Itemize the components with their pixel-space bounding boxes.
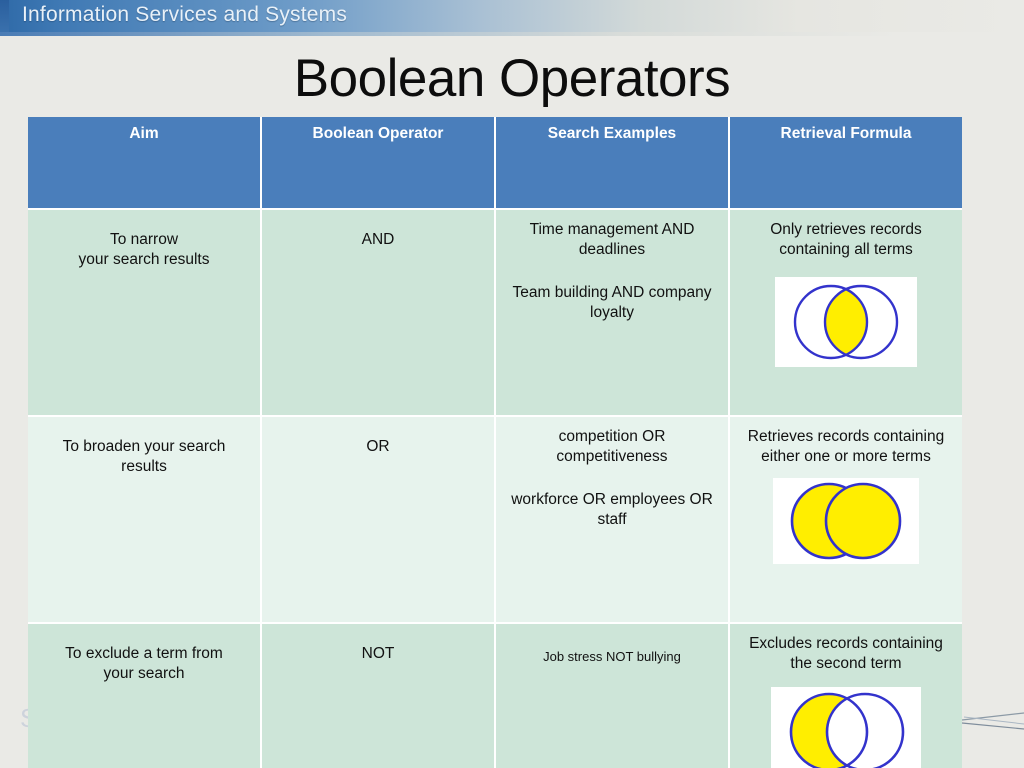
header-title: Information Services and Systems bbox=[22, 3, 348, 26]
aim-line-2: your search bbox=[103, 665, 185, 683]
aim-line-2: your search results bbox=[78, 251, 210, 269]
aim-line-1: To narrow bbox=[109, 231, 179, 248]
column-header-search-examples: Search Examples bbox=[494, 117, 730, 209]
or-venn-diagram bbox=[773, 477, 919, 564]
formula-description: Retrieves records containing either one … bbox=[747, 428, 945, 466]
formula-description: Excludes records containing the second t… bbox=[749, 635, 943, 673]
table-row: To exclude a term from your search NOT J… bbox=[28, 622, 962, 768]
column-header-boolean-operator: Boolean Operator bbox=[260, 117, 496, 209]
operator-label: AND bbox=[361, 231, 395, 248]
cell-aim: To broaden your search results bbox=[28, 415, 262, 623]
cell-operator: OR bbox=[260, 415, 496, 623]
header-banner bbox=[0, 0, 1024, 32]
operator-label: OR bbox=[366, 438, 390, 455]
column-header-retrieval-formula: Retrieval Formula bbox=[728, 117, 962, 209]
aim-line-1: To broaden your search bbox=[62, 438, 226, 455]
search-example-1: Time management AND deadlines bbox=[529, 221, 695, 259]
cell-operator: NOT bbox=[260, 622, 496, 768]
and-venn-diagram bbox=[775, 276, 917, 367]
search-example-2: workforce OR employees OR staff bbox=[511, 490, 713, 529]
aim-line-2: results bbox=[121, 458, 167, 476]
cell-operator: AND bbox=[260, 208, 496, 416]
cell-search-examples: Time management AND deadlines Team build… bbox=[494, 208, 730, 416]
search-example-1: competition OR competitiveness bbox=[556, 428, 668, 466]
search-example-1: Job stress NOT bullying bbox=[543, 649, 681, 664]
operator-label: NOT bbox=[361, 645, 395, 662]
header-left-accent-bar bbox=[0, 0, 9, 35]
decorative-lines bbox=[961, 712, 1024, 730]
search-example-2: Team building AND company loyalty bbox=[512, 283, 712, 322]
cell-retrieval-formula: Retrieves records containing either one … bbox=[728, 415, 962, 623]
table-header-row: Aim Boolean Operator Search Examples Ret… bbox=[28, 117, 962, 209]
table-row: To narrow your search results AND Time m… bbox=[28, 208, 962, 416]
cell-aim: To narrow your search results bbox=[28, 208, 262, 416]
cell-aim: To exclude a term from your search bbox=[28, 622, 262, 768]
aim-line-1: To exclude a term from bbox=[65, 645, 223, 662]
cell-retrieval-formula: Excludes records containing the second t… bbox=[728, 622, 962, 768]
boolean-operators-table: Aim Boolean Operator Search Examples Ret… bbox=[28, 117, 962, 768]
not-venn-diagram bbox=[771, 686, 921, 768]
cell-search-examples: competition OR competitiveness workforce… bbox=[494, 415, 730, 623]
cell-search-examples: Job stress NOT bullying bbox=[494, 622, 730, 768]
table-row: To broaden your search results OR compet… bbox=[28, 415, 962, 623]
page-title: Boolean Operators bbox=[293, 49, 731, 108]
header-underline bbox=[0, 32, 1024, 36]
column-header-aim: Aim bbox=[28, 117, 262, 209]
formula-description: Only retrieves records containing all te… bbox=[770, 221, 922, 259]
cell-retrieval-formula: Only retrieves records containing all te… bbox=[728, 208, 962, 416]
